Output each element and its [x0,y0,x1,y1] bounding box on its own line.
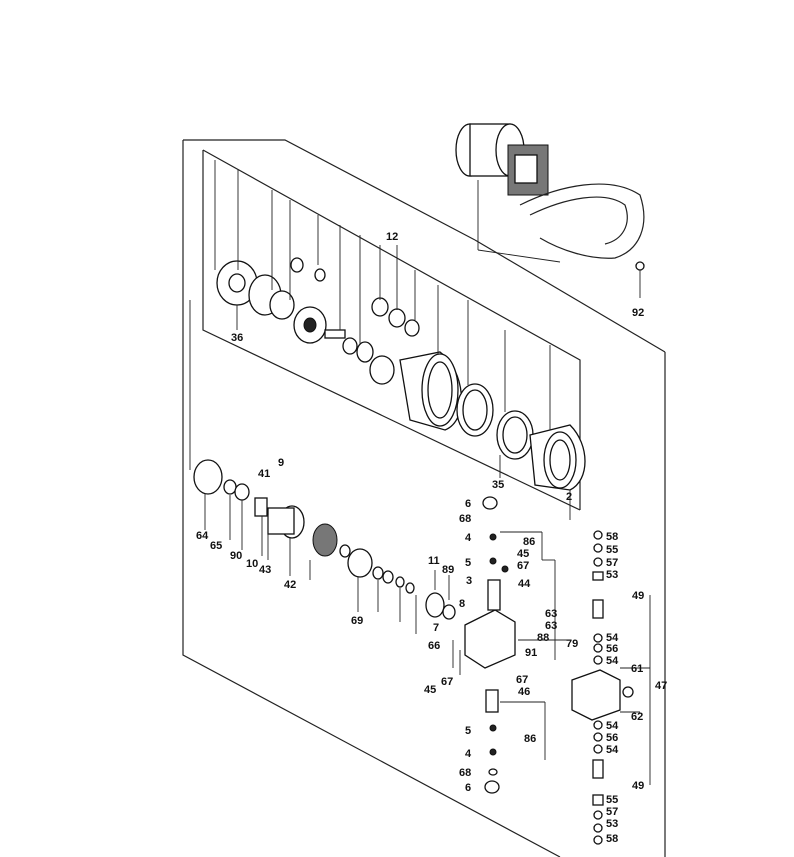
callout-54-b: 54 [606,655,619,667]
callout-57-top: 57 [606,557,618,569]
callout-2: 2 [566,491,572,503]
callout-44: 44 [518,578,531,590]
callout-53-bottom: 53 [606,818,618,830]
callout-64: 64 [196,530,209,542]
callout-45-bottom: 45 [424,684,436,696]
callout-91: 91 [525,647,537,659]
callout-57-bottom: 57 [606,806,618,818]
callout-68-top: 68 [459,513,471,525]
callout-49-top: 49 [632,590,644,602]
callout-6-bottom: 6 [465,782,471,794]
callout-90: 90 [230,550,242,562]
callout-86-bottom: 86 [524,733,536,745]
callout-4-bottom: 4 [465,748,472,760]
callout-36: 36 [231,332,243,344]
callout-55-top: 55 [606,544,618,556]
callout-41: 41 [258,468,270,480]
callout-79: 79 [566,638,578,650]
relief-valve-stack [571,530,651,845]
callout-63-a: 63 [545,608,557,620]
upper-gear-assembly [216,257,586,491]
callout-11: 11 [428,555,440,567]
callout-5-bottom: 5 [465,725,471,737]
callout-53-top: 53 [606,569,618,581]
callout-92: 92 [632,307,644,319]
outer-frame-top-right [474,239,666,353]
callout-labels: 12 36 92 35 2 9 41 64 65 90 10 43 42 69 … [196,231,667,845]
callout-58-bottom: 58 [606,833,618,845]
callout-12: 12 [386,231,398,243]
callout-35: 35 [492,479,504,491]
callout-61: 61 [631,663,643,675]
callout-5-top: 5 [465,557,471,569]
callout-46: 46 [518,686,530,698]
callout-65: 65 [210,540,222,552]
callout-45-top: 45 [517,548,529,560]
callout-43: 43 [259,564,271,576]
callout-69: 69 [351,615,363,627]
callout-56-top: 56 [606,643,618,655]
callout-47: 47 [655,680,667,692]
callout-86-top: 86 [523,536,535,548]
inner-frame-left [202,150,581,511]
callout-10: 10 [246,558,258,570]
callout-9: 9 [278,457,284,469]
callout-49-bottom: 49 [632,780,644,792]
callout-54-a: 54 [606,632,619,644]
callout-68-bottom: 68 [459,767,471,779]
callout-67-bottom: 67 [441,676,453,688]
callout-67-top: 67 [517,560,529,572]
callout-58-top: 58 [606,531,618,543]
callout-42: 42 [284,579,296,591]
callout-7: 7 [433,622,439,634]
callout-55-bottom: 55 [606,794,618,806]
callout-6-top: 6 [465,498,471,510]
callout-88: 88 [537,632,549,644]
upper-leaders [214,160,571,520]
valve-block [452,496,570,794]
callout-4-top: 4 [465,532,472,544]
outer-frame-top [183,139,476,241]
outer-frame-left [182,140,561,857]
callout-54-d: 54 [606,744,619,756]
callout-3: 3 [466,575,472,587]
callout-89: 89 [442,564,454,576]
callout-56-bottom: 56 [606,732,618,744]
callout-67-mid: 67 [516,674,528,686]
callout-54-c: 54 [606,720,619,732]
callout-63-b: 63 [545,620,557,632]
assembled-motor-thumbnail [455,123,645,298]
motor-shaft-assembly [189,300,456,634]
callout-66: 66 [428,640,440,652]
callout-8: 8 [459,598,465,610]
callout-62: 62 [631,711,643,723]
